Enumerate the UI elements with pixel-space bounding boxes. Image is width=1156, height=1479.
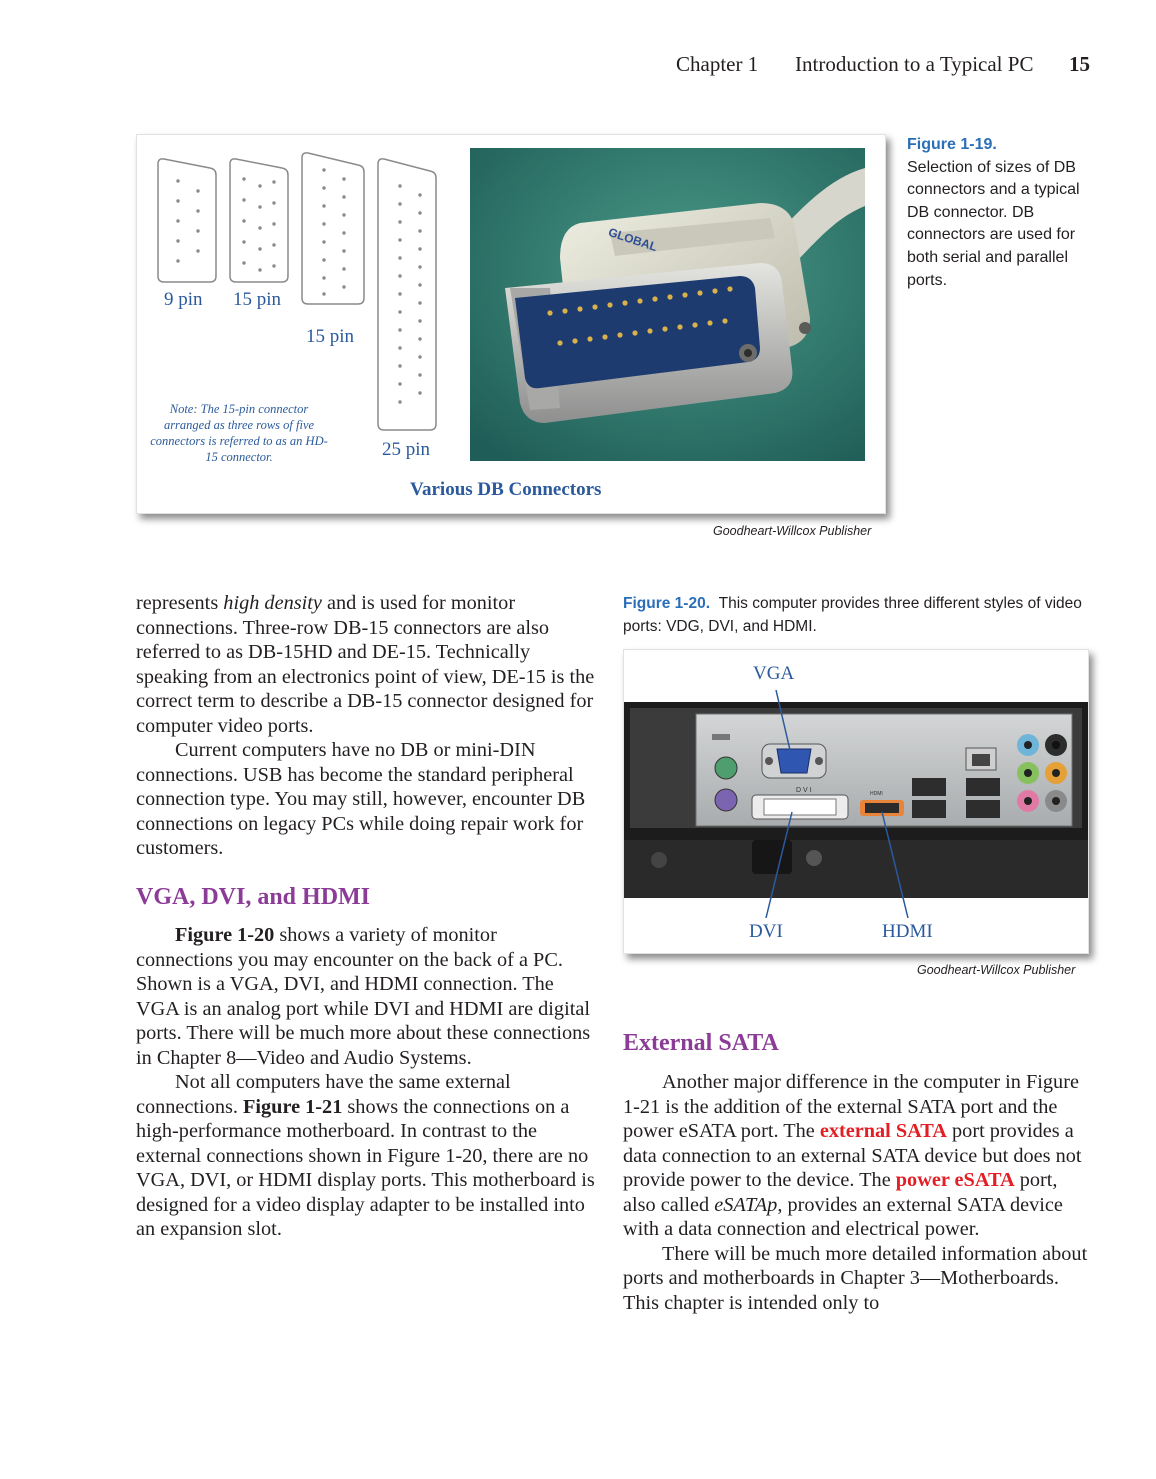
paragraph: Another major difference in the computer… bbox=[623, 1071, 1082, 1240]
paragraph: Current computers have no DB or mini-DIN… bbox=[136, 739, 586, 859]
running-header-chapter: Chapter 1 bbox=[676, 52, 759, 76]
db15hd-outline bbox=[301, 152, 365, 305]
figure-1-19-caption: Figure 1-19. Selection of sizes of DB co… bbox=[907, 134, 1102, 292]
figure-1-19-caption-text: Selection of sizes of DB connectors and … bbox=[907, 158, 1080, 289]
keyword-power-esata: power eSATA bbox=[895, 1169, 1015, 1191]
db9-outline bbox=[157, 158, 217, 283]
left-column: represents high density and is used for … bbox=[136, 591, 598, 861]
label-25-pin: 25 pin bbox=[382, 439, 431, 460]
figure-1-19-credit: Goodheart-Willcox Publisher bbox=[713, 524, 872, 538]
label-hdmi: HDMI bbox=[882, 921, 933, 942]
hdmi-leader-line bbox=[881, 811, 909, 919]
vga-leader-line bbox=[775, 689, 791, 751]
label-15-pin-hd: 15 pin bbox=[306, 326, 355, 347]
figure-1-20-credit: Goodheart-Willcox Publisher bbox=[917, 963, 1076, 977]
paragraph: represents high density and is used for … bbox=[136, 592, 595, 737]
hd15-note: Note: The 15-pin connector arranged as t… bbox=[150, 402, 328, 464]
figure-1-20-frame: DVI HDMI bbox=[623, 649, 1089, 954]
svg-text:DVI: DVI bbox=[796, 787, 814, 794]
right-column: Another major difference in the computer… bbox=[623, 1070, 1091, 1315]
video-ports-photo: DVI HDMI bbox=[624, 689, 1088, 919]
label-15-pin: 15 pin bbox=[233, 289, 282, 310]
section-heading-vga-dvi-hdmi: VGA, DVI, and HDMI bbox=[136, 884, 371, 910]
svg-text:HDMI: HDMI bbox=[870, 791, 883, 797]
running-header-title: Introduction to a Typical PC bbox=[795, 52, 1034, 76]
figure-1-20-caption: Figure 1-20. This computer provides thre… bbox=[623, 595, 1082, 635]
db25-outline bbox=[377, 158, 437, 431]
left-column-section: Figure 1-20 shows a variety of monitor c… bbox=[136, 923, 598, 1242]
paragraph: Figure 1-20 shows a variety of monitor c… bbox=[136, 924, 591, 1069]
label-dvi: DVI bbox=[749, 921, 783, 942]
db15-outline bbox=[229, 158, 289, 283]
db-connector-photo: GLOBAL bbox=[470, 148, 865, 461]
page-number: 15 bbox=[1069, 52, 1090, 76]
keyword-external-sata: external SATA bbox=[819, 1120, 947, 1142]
label-9-pin: 9 pin bbox=[164, 289, 203, 310]
label-vga: VGA bbox=[753, 663, 795, 684]
figure-1-19-label: Figure 1-19. bbox=[907, 136, 997, 153]
paragraph: Not all computers have the same external… bbox=[136, 1071, 595, 1240]
db-connector-diagrams bbox=[157, 152, 437, 431]
dvi-leader-line bbox=[765, 811, 793, 919]
paragraph: There will be much more detailed informa… bbox=[623, 1242, 1088, 1314]
figure-1-19-title: Various DB Connectors bbox=[410, 479, 602, 500]
section-heading-external-sata: External SATA bbox=[623, 1030, 779, 1056]
